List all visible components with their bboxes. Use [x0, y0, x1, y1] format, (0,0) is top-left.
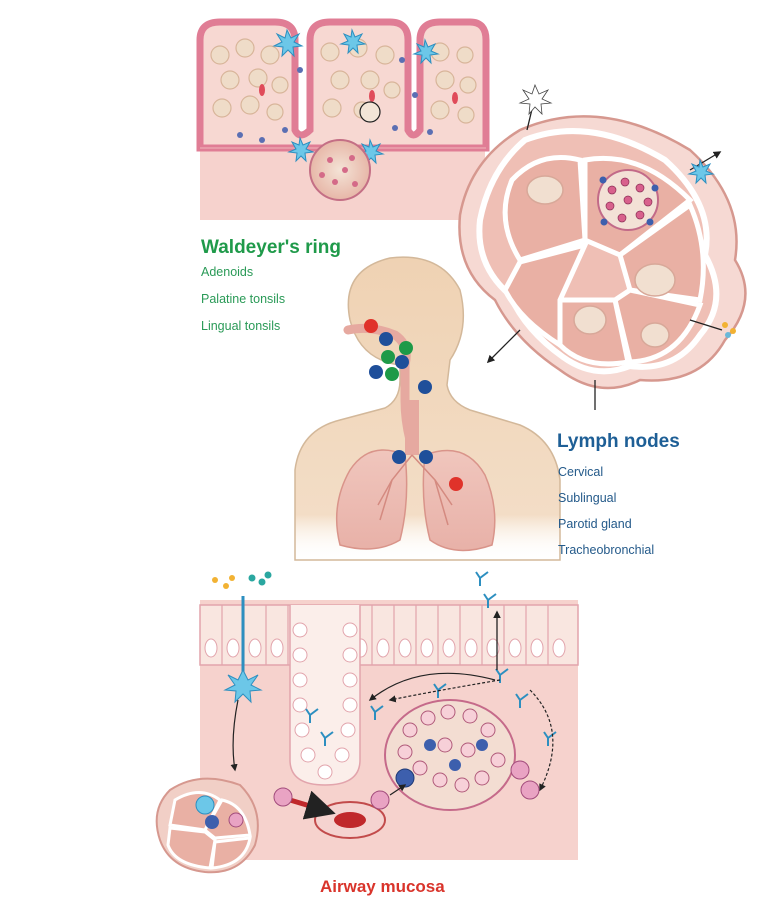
waldeyer-item-lingual-tonsils: Lingual tonsils: [201, 319, 280, 333]
waldeyer-item-palatine-tonsils: Palatine tonsils: [201, 292, 285, 306]
tonsil-dot: [381, 350, 395, 364]
node-dot: [419, 450, 433, 464]
node-dot: [379, 332, 393, 346]
lymph-nodes-title: Lymph nodes: [557, 431, 680, 453]
node-dot: [392, 450, 406, 464]
lymph-nodes-item-tracheobronchial: Tracheobronchial: [558, 543, 654, 557]
node-dot: [395, 355, 409, 369]
waldeyer-title: Waldeyer's ring: [201, 237, 341, 259]
node-dot: [418, 380, 432, 394]
tonsil-dot: [385, 367, 399, 381]
adenoid-dot: [364, 319, 378, 333]
lymph-nodes-item-sublingual: Sublingual: [558, 491, 616, 505]
airway-mucosa-title: Airway mucosa: [320, 877, 445, 897]
lymph-nodes-item-parotid-gland: Parotid gland: [558, 517, 632, 531]
lymph-nodes-item-cervical: Cervical: [558, 465, 603, 479]
crypt-follicle: [310, 140, 370, 200]
tonsil-dot: [399, 341, 413, 355]
bronchial-dot: [449, 477, 463, 491]
lymph-node-illustration: [459, 85, 745, 410]
draining-lymph-node: [157, 779, 258, 873]
waldeyer-item-adenoids: Adenoids: [201, 265, 253, 279]
tonsil-mucosa: [200, 22, 486, 220]
node-dot: [369, 365, 383, 379]
